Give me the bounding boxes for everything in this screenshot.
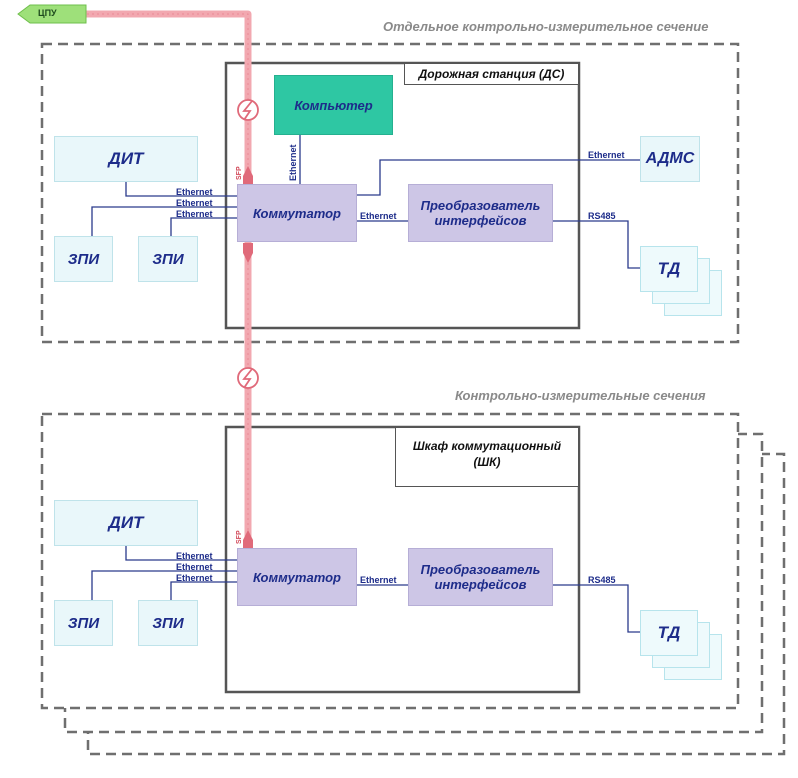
cpu-tag: [17, 4, 87, 24]
dit-label: ДИТ: [108, 149, 144, 168]
line-zpi1-switch: [91, 206, 237, 236]
ethernet-label-vertical: Ethernet: [288, 144, 298, 181]
ethernet-label: Ethernet: [176, 187, 213, 197]
converter-label-line2: интерфейсов: [434, 577, 527, 592]
switch-label: Коммутатор: [253, 569, 341, 585]
zpi-label: ЗПИ: [67, 250, 100, 268]
section2-title: Контрольно-измерительные сечения: [455, 388, 706, 403]
td-label: ТД: [657, 623, 681, 642]
section1-title: Отдельное контрольно-измерительное сечен…: [383, 19, 709, 34]
dit-label: ДИТ: [108, 513, 144, 532]
ethernet-label: Ethernet: [176, 551, 213, 561]
adms-box: АДМС: [640, 136, 700, 182]
cabinet-title: Шкаф коммутационный (ШК): [395, 427, 579, 487]
converter-box: Преобразователь интерфейсов: [408, 184, 553, 242]
line2-converter-td: [553, 584, 640, 633]
ethernet-label: Ethernet: [176, 562, 213, 572]
switch-box: Коммутатор: [237, 184, 357, 242]
converter-label-line1: Преобразователь: [420, 198, 541, 213]
computer-label: Компьютер: [294, 97, 373, 113]
line-converter-td: [553, 220, 640, 269]
zpi-box: ЗПИ: [138, 236, 198, 282]
ethernet-label: Ethernet: [176, 573, 213, 583]
td-box: ТД: [640, 610, 698, 656]
line-switch-adms: [357, 159, 640, 196]
converter-label-line2: интерфейсов: [434, 213, 527, 228]
line-zpi2-switch: [170, 217, 237, 236]
cpu-label: ЦПУ: [38, 8, 57, 18]
station-title: Дорожная станция (ДС): [404, 63, 579, 85]
zpi-label: ЗПИ: [67, 614, 100, 632]
switch-box: Коммутатор: [237, 548, 357, 606]
cabinet-title-line2: (ШК): [473, 455, 501, 469]
switch-label: Коммутатор: [253, 205, 341, 221]
cabinet-title-line1: Шкаф коммутационный: [412, 439, 562, 453]
rs485-label: RS485: [588, 575, 616, 585]
line-dit-switch: [125, 182, 237, 197]
rs485-label: RS485: [588, 211, 616, 221]
converter-box: Преобразователь интерфейсов: [408, 548, 553, 606]
td-label: ТД: [657, 259, 681, 278]
computer-box: Компьютер: [274, 75, 393, 135]
line2-dit-switch: [125, 546, 237, 561]
td-box: ТД: [640, 246, 698, 292]
fiber-symbol-icon: [237, 367, 259, 389]
zpi-label: ЗПИ: [152, 614, 184, 632]
ethernet-label: Ethernet: [176, 209, 213, 219]
zpi-box: ЗПИ: [138, 600, 198, 646]
sfp-label: SFP: [236, 530, 243, 544]
zpi-box: ЗПИ: [54, 236, 113, 282]
ethernet-label: Ethernet: [176, 198, 213, 208]
line2-zpi1-switch: [91, 570, 237, 600]
ethernet-label: Ethernet: [360, 211, 397, 221]
converter-label-line1: Преобразователь: [420, 562, 541, 577]
dit-box: ДИТ: [54, 136, 198, 182]
zpi-label: ЗПИ: [152, 250, 184, 268]
ethernet-label: Ethernet: [588, 150, 625, 160]
ethernet-label: Ethernet: [360, 575, 397, 585]
zpi-box: ЗПИ: [54, 600, 113, 646]
adms-label: АДМС: [645, 150, 695, 167]
line2-zpi2-switch: [170, 581, 237, 600]
sfp-label: SFP: [236, 166, 243, 180]
fiber-symbol-icon: [237, 99, 259, 121]
dit-box: ДИТ: [54, 500, 198, 546]
section2-frame: [40, 412, 740, 710]
